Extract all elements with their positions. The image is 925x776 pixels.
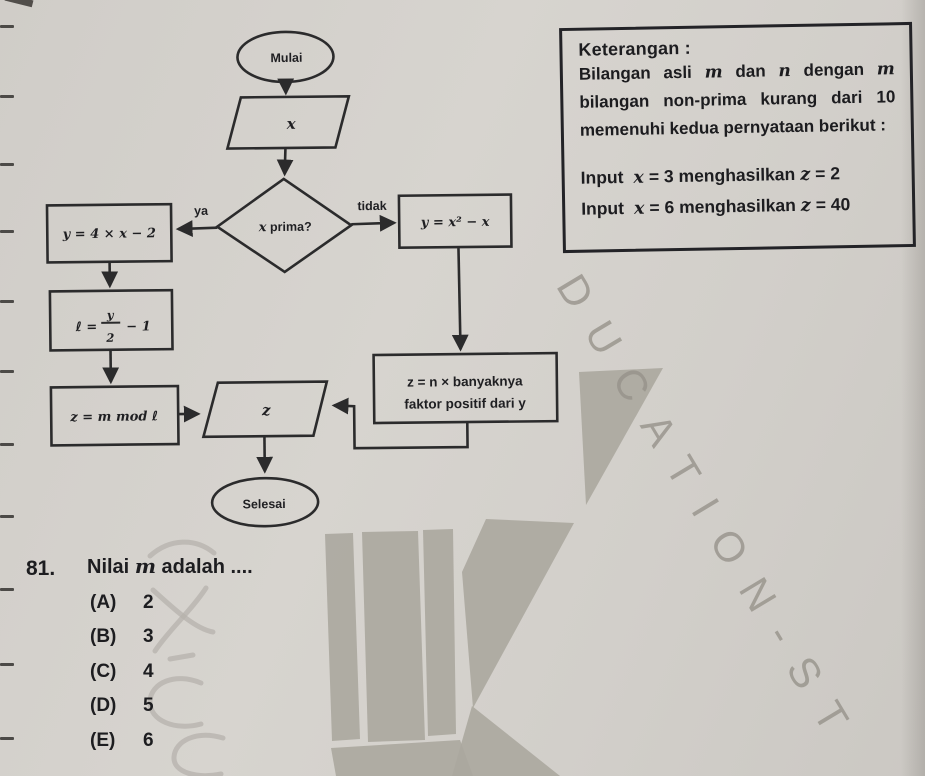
margin-dash: [0, 588, 14, 591]
photo-edge-shadow: [901, 0, 925, 776]
logo-bar-1: [325, 533, 360, 741]
input-x-label: x: [286, 115, 297, 133]
edge-no-factor: [451, 248, 469, 352]
logo-upper-arm: [462, 519, 574, 708]
ell-formula-num: y: [106, 308, 115, 322]
margin-dash: [0, 737, 14, 740]
option-label: (B): [90, 626, 117, 648]
input-x-node: [225, 94, 351, 150]
mod-formula-node: [49, 384, 180, 447]
option-label: (E): [90, 729, 116, 751]
ell-formula-den: 2: [105, 331, 114, 345]
var-x: x: [633, 167, 645, 188]
end-label: Selesai: [243, 497, 286, 511]
margin-dash: [0, 163, 14, 166]
question-number: 81.: [26, 557, 56, 580]
option-label: (A): [90, 592, 117, 613]
option-label: (C): [90, 660, 117, 682]
yes-branch-node: [45, 202, 173, 264]
var-m: m: [134, 554, 156, 578]
option-value: 3: [143, 626, 154, 648]
var-x: x: [633, 198, 645, 219]
var-z: z: [800, 195, 811, 216]
option-b: (B) 3: [90, 626, 154, 660]
k-logo-watermark: [325, 368, 663, 776]
margin-dash: [0, 25, 14, 28]
margin-dash: [0, 370, 14, 373]
factor-formula-line1: z = n × banyaknya: [407, 373, 523, 389]
margin-dash: [0, 515, 14, 518]
option-c: (C) 4: [90, 661, 154, 695]
logo-base-band: [331, 740, 473, 776]
option-value: 6: [143, 729, 154, 751]
edge-input-decision: [276, 148, 294, 177]
option-value: 5: [143, 695, 154, 717]
flowchart: Mulai x x prima? ya tidak y = 4 × x − 2 …: [45, 30, 559, 528]
var-m: m: [704, 62, 723, 83]
option-value: 2: [143, 592, 154, 613]
option-e: (E) 6: [90, 730, 154, 764]
option-a: (A) 2: [90, 592, 154, 626]
margin-dash: [0, 443, 14, 446]
keterangan-line-3: memenuhi kedua pernyataan berikut :: [579, 115, 887, 140]
yes-formula: y = 4 × x − 2: [62, 226, 156, 242]
keterangan-box: Keterangan : Bilangan asli m dan n denga…: [559, 21, 916, 254]
edge-factor-output: [331, 397, 469, 450]
var-m: m: [876, 59, 896, 80]
mod-formula: z = m mod ℓ: [69, 409, 158, 425]
factor-formula-line2: faktor positif dari y: [404, 395, 526, 411]
var-z: z: [800, 164, 811, 185]
var-n: n: [778, 61, 791, 82]
no-edge-label: tidak: [357, 199, 386, 213]
margin-dash: [0, 95, 14, 98]
logo-bar-3: [423, 529, 456, 736]
ell-formula-lhs: ℓ =: [75, 320, 98, 335]
logo-triangle: [579, 368, 663, 505]
option-label: (D): [90, 695, 117, 717]
margin-dash: [0, 663, 14, 666]
ell-formula-rhs: − 1: [126, 319, 151, 334]
edge-decision-yes: [175, 220, 218, 237]
margin-dash: [0, 300, 14, 303]
no-branch-node: [397, 193, 513, 250]
decision-label: x prima?: [258, 220, 312, 236]
no-formula: y = x² − x: [420, 215, 490, 231]
logo-bar-2: [362, 531, 425, 742]
end-node: [210, 476, 320, 528]
logo-lower-arm: [452, 706, 560, 776]
margin-dash: [0, 230, 14, 233]
yes-edge-label: ya: [194, 204, 209, 218]
option-d: (D) 5: [90, 695, 154, 729]
ell-formula-node: [48, 288, 174, 352]
factor-formula-node: [372, 351, 559, 425]
start-label: Mulai: [270, 51, 302, 65]
output-z-label: z: [261, 401, 271, 419]
output-z-node: [201, 380, 329, 439]
answer-options: (A) 2 (B) 3 (C) 4 (D) 5 (E) 6: [90, 592, 154, 764]
question-text: Nilai m adalah ....: [87, 554, 253, 578]
pen-marks: [147, 539, 226, 776]
edge-decision-no: [351, 214, 397, 232]
decision-node: [214, 177, 354, 274]
option-value: 4: [143, 660, 154, 682]
